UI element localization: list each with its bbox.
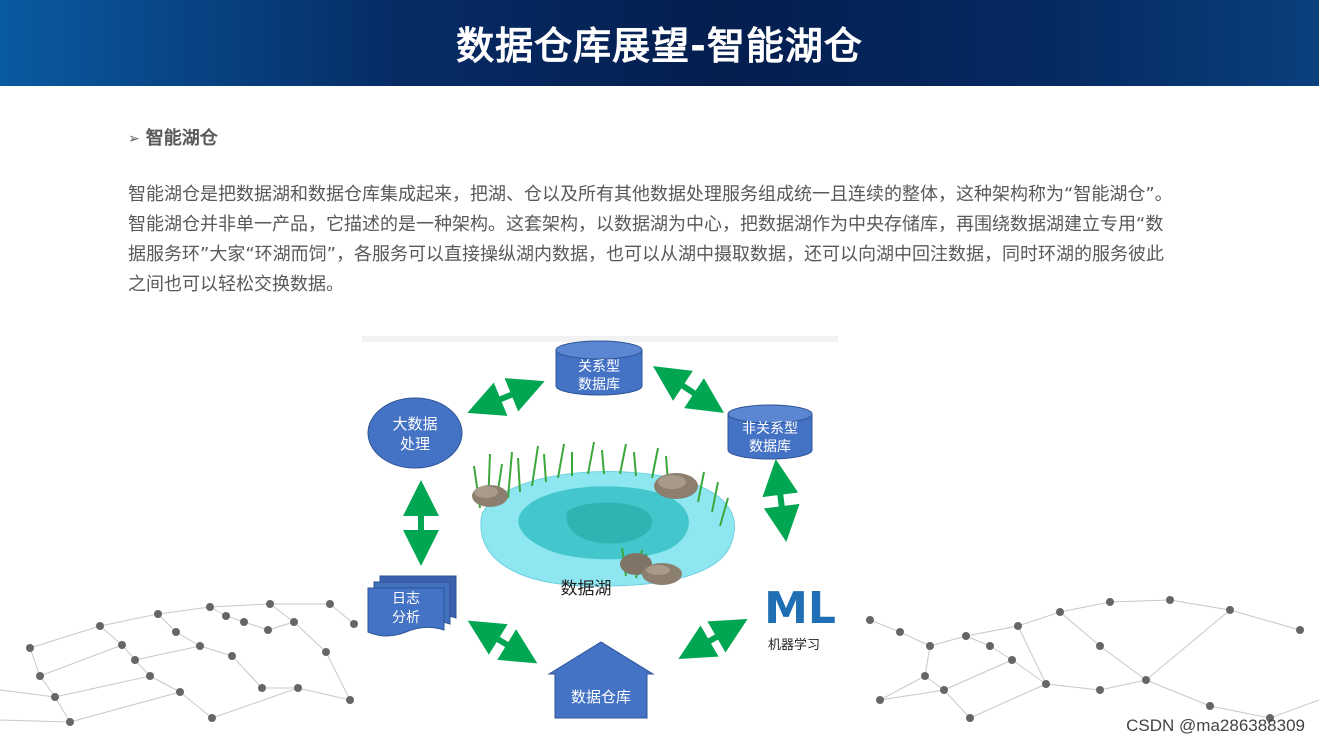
arrow-bullet-icon: ➢ <box>128 131 140 147</box>
section-heading: ➢ 智能湖仓 <box>128 124 218 150</box>
arrow-relational-nonrelational <box>652 366 725 413</box>
bigdata-line2: 处理 <box>400 435 430 453</box>
header-banner: 数据仓库展望-智能湖仓 <box>0 0 1319 86</box>
paragraph-2: 智能湖仓并非单一产品，它描述的是一种架构。这套架构，以数据湖为中心，把数据湖作为… <box>128 214 1164 295</box>
relational-db-line2: 数据库 <box>578 377 620 393</box>
nonrelational-db-line1: 非关系型 <box>742 421 798 437</box>
log-analysis-line1: 日志 <box>392 591 420 607</box>
arrow-log-warehouse <box>467 620 538 664</box>
nonrelational-db-node: 非关系型 数据库 <box>727 404 813 460</box>
bigdata-processing-node: 大数据 处理 <box>367 397 463 469</box>
arrow-nonrelational-ml <box>762 459 800 542</box>
description-text: 智能湖仓是把数据湖和数据仓库集成起来，把湖、仓以及所有其他数据处理服务组成统一且… <box>128 180 1178 300</box>
bigdata-line1: 大数据 <box>392 415 437 433</box>
watermark: CSDN @ma286388309 <box>1126 716 1305 735</box>
machine-learning-node: ML 机器学习 <box>764 583 836 653</box>
nonrelational-db-line2: 数据库 <box>749 439 791 455</box>
arrow-bigdata-relational <box>467 378 545 416</box>
connection-arrows <box>403 366 800 664</box>
lakehouse-diagram: 数据湖 关系型 数据库 非关系型 数据库 大数据 处理 日志 分析 <box>362 336 838 720</box>
paragraph-1: 智能湖仓是把数据湖和数据仓库集成起来，把湖、仓以及所有其他数据处理服务组成统一且… <box>128 184 1173 205</box>
data-warehouse-node: 数据仓库 <box>547 641 655 719</box>
relational-db-node: 关系型 数据库 <box>555 340 643 396</box>
page-title: 数据仓库展望-智能湖仓 <box>456 24 863 68</box>
arrow-warehouse-ml <box>678 618 748 660</box>
relational-db-line1: 关系型 <box>578 359 620 375</box>
data-lake-label: 数据湖 <box>561 579 612 599</box>
data-warehouse-label: 数据仓库 <box>571 688 631 706</box>
log-analysis-node: 日志 分析 <box>367 575 457 637</box>
ml-logo: ML <box>764 583 836 634</box>
data-lake-illustration <box>472 441 735 587</box>
section-heading-text: 智能湖仓 <box>145 128 218 149</box>
ml-label: 机器学习 <box>768 637 820 653</box>
log-analysis-line2: 分析 <box>392 610 420 626</box>
